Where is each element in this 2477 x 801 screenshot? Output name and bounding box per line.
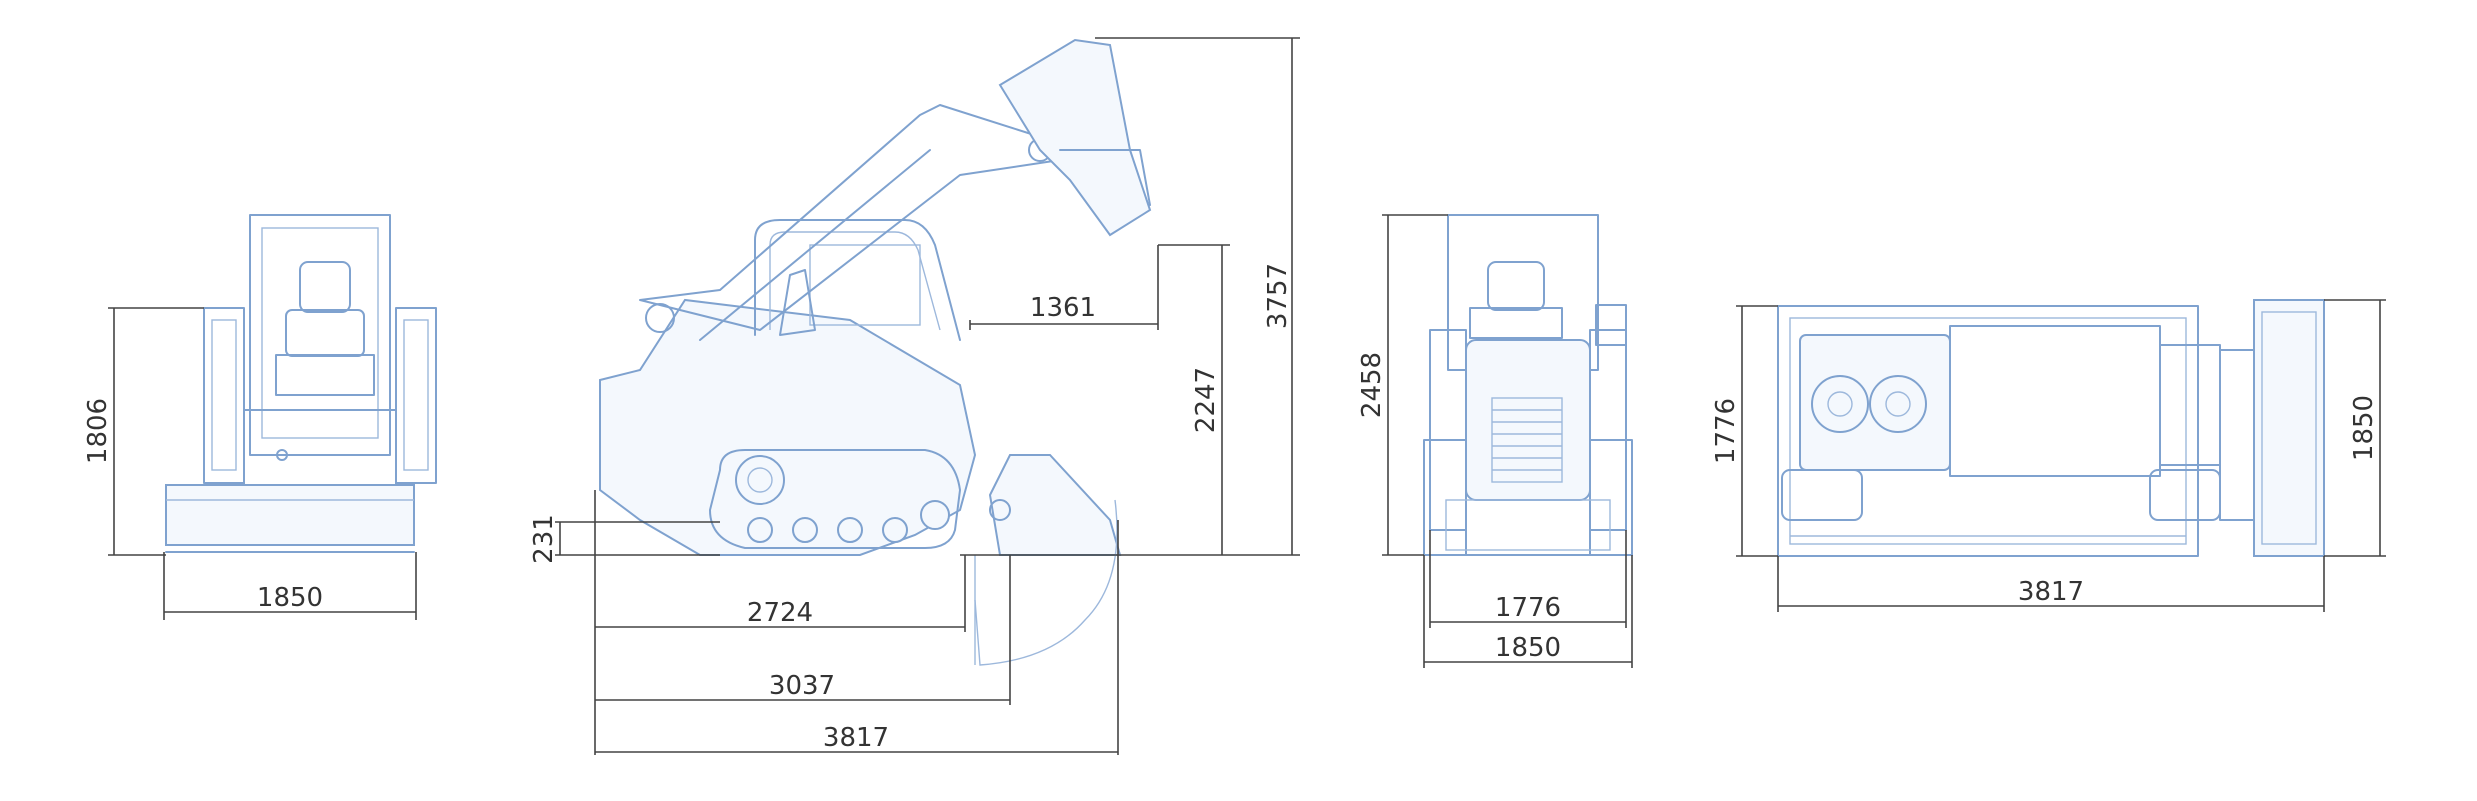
rear-width-label: 1850 <box>1495 633 1561 663</box>
front-view: 1850 1806 <box>83 214 437 620</box>
top-overall-length-dimension: 3817 <box>1777 556 2325 612</box>
side-length-bucket-lowered-label: 3037 <box>769 671 835 701</box>
side-overall-height-dimension: 3757 <box>1095 37 1300 555</box>
side-length-dimensions: 2724 3037 3817 <box>594 490 1119 755</box>
side-reach-dimension: 1361 <box>969 245 1159 330</box>
rear-view: 2458 1776 1850 <box>1357 214 1633 668</box>
side-length-no-bucket-label: 2724 <box>747 598 813 628</box>
front-width-dimension: 1850 <box>163 552 417 620</box>
side-ground-clearance-dimension: 231 <box>529 514 720 564</box>
side-view: 3757 2247 1361 231 2724 <box>529 37 1300 755</box>
top-bucket-width-dimension: 1850 <box>2324 299 2386 557</box>
rear-width-dimensions: 1776 1850 <box>1423 530 1633 668</box>
side-overall-length-label: 3817 <box>823 723 889 753</box>
front-width-label: 1850 <box>257 583 323 613</box>
side-view-machine <box>599 38 1152 666</box>
side-overall-height-label: 3757 <box>1263 263 1293 329</box>
rear-track-width-label: 1776 <box>1495 593 1561 623</box>
side-dump-height-label: 2247 <box>1191 367 1221 433</box>
rear-height-dimension: 2458 <box>1357 214 1448 556</box>
front-height-dimension: 1806 <box>83 307 204 556</box>
side-ground-clearance-label: 231 <box>529 514 559 564</box>
top-bucket-width-label: 1850 <box>2349 395 2379 461</box>
top-view: 1776 1850 3817 <box>1711 299 2386 612</box>
rear-height-label: 2458 <box>1357 352 1387 418</box>
rear-view-machine <box>1423 214 1633 556</box>
side-reach-label: 1361 <box>1030 293 1096 323</box>
top-track-length-label: 1776 <box>1711 398 1741 464</box>
top-overall-length-label: 3817 <box>2018 577 2084 607</box>
front-height-label: 1806 <box>83 398 113 464</box>
top-track-length-dimension: 1776 <box>1711 305 1778 557</box>
side-dump-height-dimension: 2247 <box>1158 244 1230 555</box>
front-view-machine <box>165 214 437 553</box>
top-view-machine <box>1777 299 2325 557</box>
